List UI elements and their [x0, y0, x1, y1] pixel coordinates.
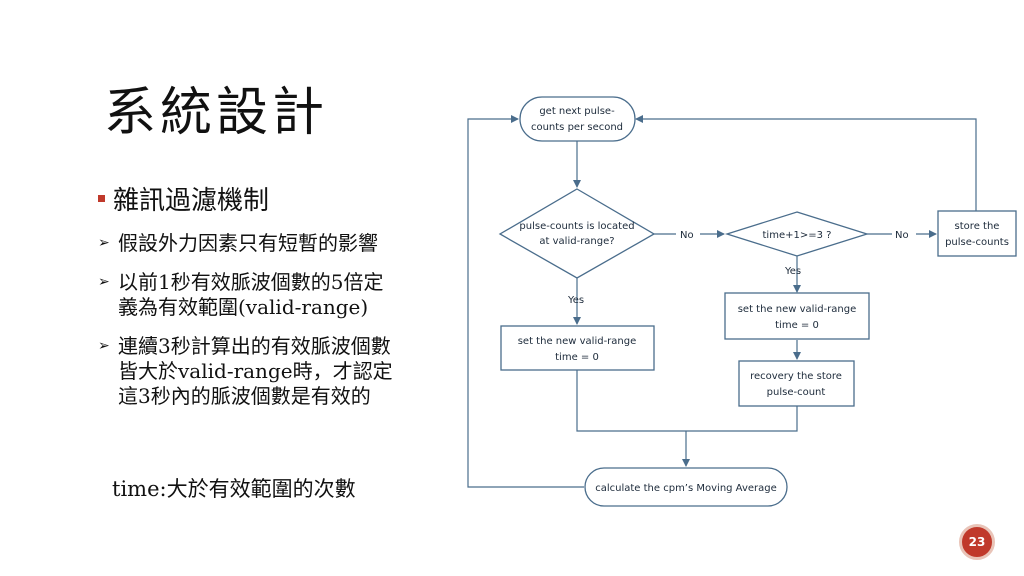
- page-number-badge: 23: [959, 524, 995, 560]
- bullet-list: 雜訊過濾機制 ➢ 假設外力因素只有短暫的影響 ➢ 以前1秒有效脈波個數的5倍定 …: [98, 180, 468, 423]
- main-bullet-text: 雜訊過濾機制: [113, 186, 270, 216]
- edge-label-no: No: [680, 230, 694, 241]
- slide-title: 系統設計: [104, 83, 329, 143]
- edge-label-no: No: [895, 230, 909, 241]
- edge-label-yes: Yes: [567, 295, 584, 306]
- node-text: store the: [955, 221, 1000, 232]
- sub-bullet-text: 連續3秒計算出的有效脈波個數 皆大於valid-range時，才認定 這3秒內的…: [118, 334, 393, 408]
- node-text: calculate the cpm’s Moving Average: [595, 483, 777, 494]
- node-store: [937, 210, 1017, 257]
- node-text: time+1>=3 ?: [763, 230, 832, 241]
- node-text: time = 0: [555, 352, 599, 363]
- node-text: set the new valid-range: [518, 336, 637, 347]
- node-text: pulse-count: [767, 387, 826, 398]
- node-text: set the new valid-range: [738, 304, 857, 315]
- arrow-bullet-icon: ➢: [98, 235, 110, 251]
- node-text: at valid-range?: [539, 236, 614, 247]
- sub-bullet-1: ➢ 假設外力因素只有短暫的影響: [98, 231, 468, 256]
- arrow-bullet-icon: ➢: [98, 338, 110, 354]
- node-get-counts: [519, 96, 636, 142]
- edge-store-to-get: [635, 115, 977, 211]
- sub-bullet-3: ➢ 連續3秒計算出的有效脈波個數 皆大於valid-range時，才認定 這3秒…: [98, 334, 468, 409]
- edge-calc-to-get: [467, 115, 584, 488]
- arrow-bullet-icon: ➢: [98, 274, 110, 290]
- node-text: get next pulse-: [539, 106, 615, 117]
- node-text: counts per second: [531, 122, 623, 133]
- sub-bullet-text: 假設外力因素只有短暫的影響: [118, 231, 378, 255]
- edge-merge: [576, 370, 798, 432]
- main-bullet: 雜訊過濾機制: [98, 180, 468, 217]
- node-decision-valid: [498, 188, 656, 279]
- node-decision-time: [724, 211, 870, 257]
- node-text: pulse-counts is located: [519, 221, 634, 232]
- node-set-range-left: [500, 325, 655, 371]
- node-text: recovery the store: [750, 371, 842, 382]
- sub-bullet-2: ➢ 以前1秒有效脈波個數的5倍定 義為有效範圍(valid-range): [98, 270, 468, 320]
- node-calc: [584, 467, 788, 507]
- node-text: pulse-counts: [945, 237, 1009, 248]
- node-recovery: [738, 360, 855, 407]
- node-text: time = 0: [775, 320, 819, 331]
- node-set-range-right: [724, 292, 870, 340]
- sub-bullet-text: 以前1秒有效脈波個數的5倍定 義為有效範圍(valid-range): [118, 270, 384, 319]
- time-note: time:大於有效範圍的次數: [112, 477, 356, 501]
- edge-label-yes: Yes: [784, 266, 801, 277]
- square-bullet-icon: [98, 195, 105, 202]
